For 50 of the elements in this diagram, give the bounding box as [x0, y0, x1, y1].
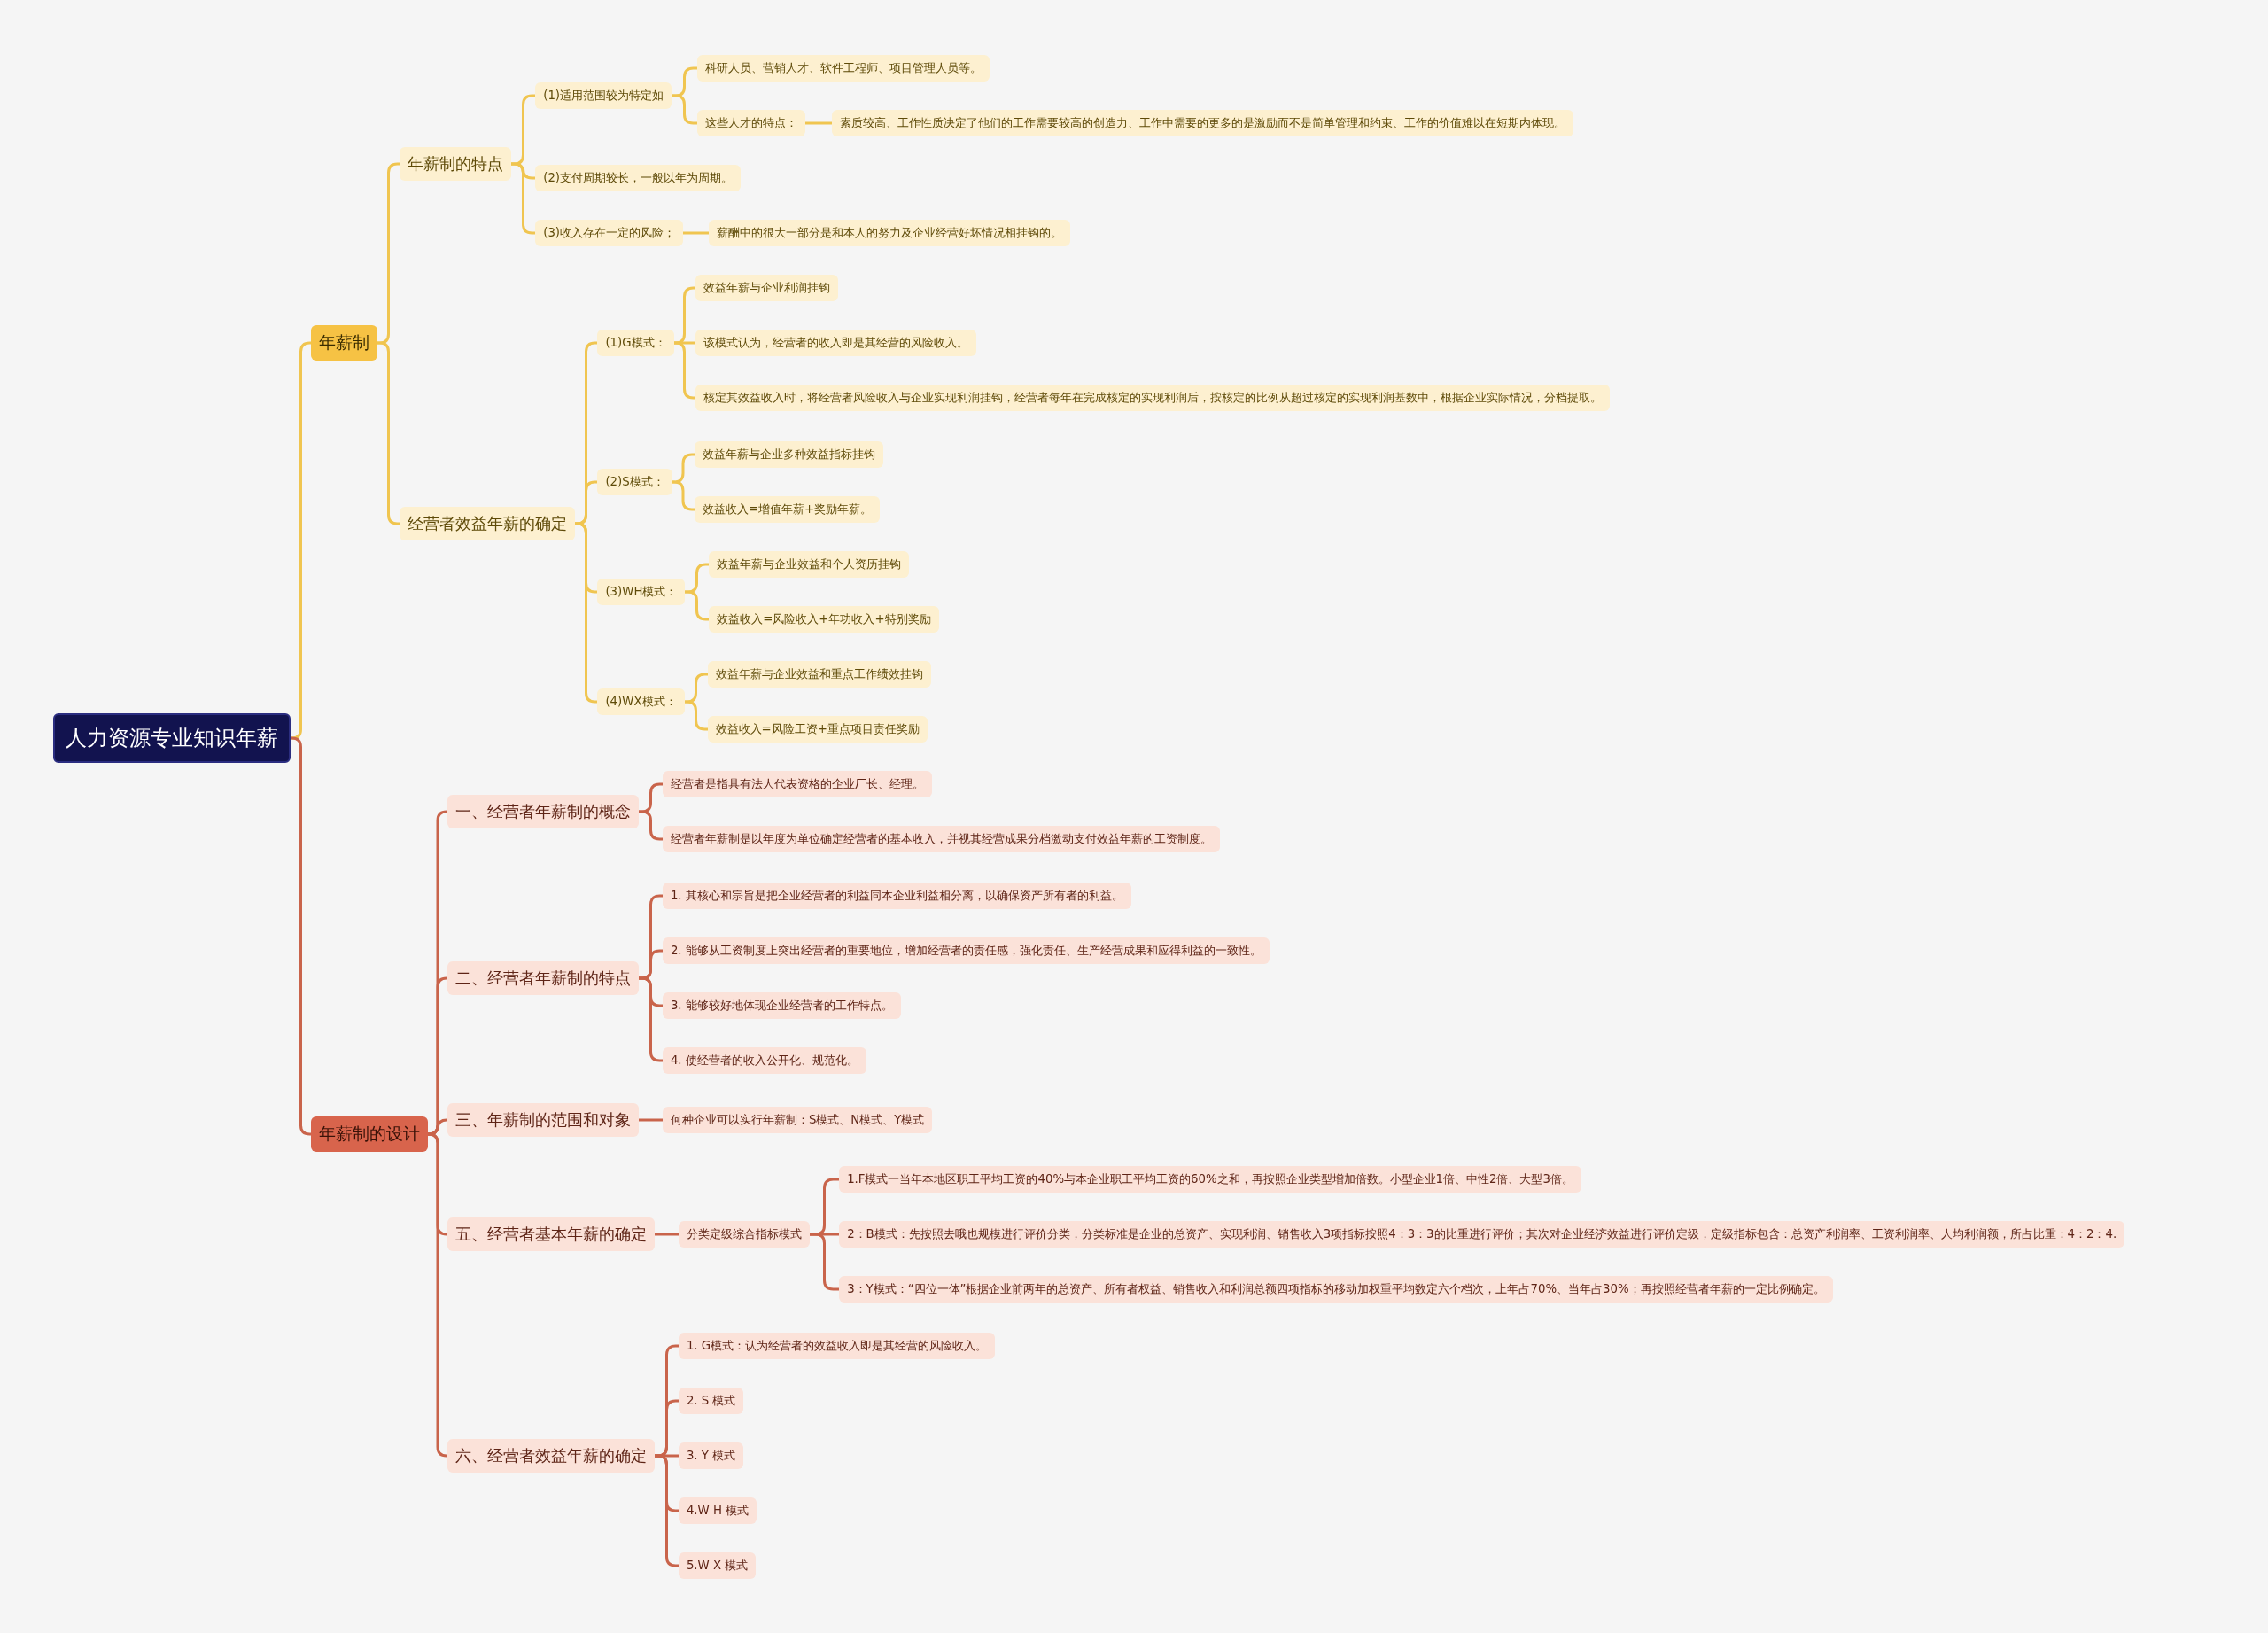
leaf-topic: 效益收入=风险收入+年功收入+特别奖励 — [709, 605, 939, 633]
leaf-topic: (2)S模式： — [597, 468, 672, 495]
leaf-topic: 5.W X 模式 — [678, 1551, 757, 1579]
leaf-topic: 1.F模式一当年本地区职工平均工资的40%与本企业职工平均工资的60%之和，再按照企业类型增加倍数。小型企业1倍、中性2倍、大型3倍。 — [839, 1165, 1581, 1193]
subtopic-box: 三、年薪制的范围和对象 — [447, 1102, 639, 1137]
subtopic-box: 六、经营者效益年薪的确定 — [447, 1438, 655, 1473]
leaf-topic: 1. 其核心和宗旨是把企业经营者的利益同本企业利益相分离，以确保资产所有者的利益。 — [662, 882, 1131, 909]
branch-line — [573, 522, 599, 704]
leaf-topic: 效益年薪与企业多种效益指标挂钩 — [694, 440, 883, 468]
leaf-topic: 效益收入=风险工资+重点项目责任奖励 — [707, 716, 928, 743]
leaf-topic: 效益年薪与企业利润挂钩 — [695, 274, 839, 301]
leaf-topic: 分类定级综合指标模式 — [678, 1220, 810, 1248]
leaf-topic: 核定其效益收入时，将经营者风险收入与企业实现利润挂钩，经营者每年在完成核定的实现利润后，按核定的比例从超过核定的实现利润基数中，根据企业实际情况，分档提取。 — [695, 385, 1611, 412]
branch-topic: 年薪制的设计 — [311, 1116, 429, 1153]
leaf-topic: 这些人才的特点： — [697, 109, 806, 136]
leaf-topic: 效益年薪与企业效益和重点工作绩效挂钩 — [707, 660, 931, 688]
subtopic-box: 一、经营者年薪制的概念 — [447, 795, 639, 829]
leaf-topic: (1)适用范围较为特定如 — [535, 82, 672, 109]
leaf-topic: 3. 能够较好地体现企业经营者的工作特点。 — [662, 991, 901, 1019]
root-topic: 人力资源专业知识年薪 — [53, 712, 291, 763]
branch-topic: 年薪制 — [311, 325, 378, 361]
leaf-topic: 1. G模式：认为经营者的效益收入即是其经营的风险收入。 — [678, 1332, 996, 1359]
branch-line — [426, 1118, 449, 1136]
subtopic-box: 经营者效益年薪的确定 — [399, 507, 575, 541]
leaf-topic: 何种企业可以实行年薪制：S模式、N模式、Y模式 — [662, 1106, 933, 1133]
subtopic-box: 二、经营者年薪制的特点 — [447, 960, 639, 995]
leaf-topic: 科研人员、营销人才、软件工程师、项目管理人员等。 — [697, 54, 990, 82]
leaf-topic: (1)G模式： — [597, 330, 674, 356]
subtopic-box: 年薪制的特点 — [399, 146, 511, 181]
leaf-topic: (4)WX模式： — [597, 688, 685, 715]
leaf-topic: 经营者年薪制是以年度为单位确定经营者的基本收入，并视其经营成果分档激动支付效益年薪的工资制度。 — [662, 826, 1220, 853]
leaf-topic: 效益收入=增值年薪+奖励年薪。 — [694, 495, 881, 523]
leaf-topic: 3：Y模式：“四位一体”根据企业前两年的总资产、所有者权益、销售收入和利润总额四项指标的移动加权重平均数定六个档次，上年占70%、当年占30%；再按照经营者年薪的一定比例确定。 — [839, 1276, 1833, 1303]
subtopic-box: 五、经营者基本年薪的确定 — [447, 1217, 655, 1251]
leaf-topic: (3)WH模式： — [597, 578, 686, 605]
leaf-topic: 素质较高、工作性质决定了他们的工作需要较高的创造力、工作中需要的更多的是激励而不是简单管理和约束、工作的价值难以在短期内体现。 — [831, 109, 1573, 136]
leaf-topic: 薪酬中的很大一部分是和本人的努力及企业经营好坏情况相挂钩的。 — [709, 219, 1071, 246]
leaf-topic: 2. 能够从工资制度上突出经营者的重要地位，增加经营者的责任感，强化责任、生产经营成果和应得利益的一致性。 — [662, 937, 1270, 964]
leaf-topic: 4. 使经营者的收入公开化、规范化。 — [662, 1047, 866, 1074]
leaf-topic: 效益年薪与企业效益和个人资历挂钩 — [709, 550, 910, 578]
leaf-topic: 2：B模式：先按照去哦也规模进行评价分类，分类标准是企业的总资产、实现利润、销售收入3项指标按照4：3：3的比重进行评价；其次对企业经济效益进行评价定级，定级指标包含：总资产利润率、工资利润率、人均利润额，所占比重：4：2：4. — [839, 1220, 2125, 1248]
leaf-topic: 4.W H 模式 — [678, 1497, 757, 1524]
leaf-topic: 该模式认为，经营者的收入即是其经营的风险收入。 — [695, 330, 977, 356]
leaf-topic: 经营者是指具有法人代表资格的企业厂长、经理。 — [662, 771, 932, 798]
leaf-topic: (3)收入存在一定的风险； — [535, 219, 684, 246]
leaf-topic: 3. Y 模式 — [678, 1442, 744, 1469]
leaf-topic: 2. S 模式 — [678, 1387, 744, 1414]
branch-line — [808, 1233, 841, 1291]
leaf-topic: (2)支付周期较长，一般以年为周期。 — [535, 164, 742, 191]
branch-line — [509, 162, 537, 235]
